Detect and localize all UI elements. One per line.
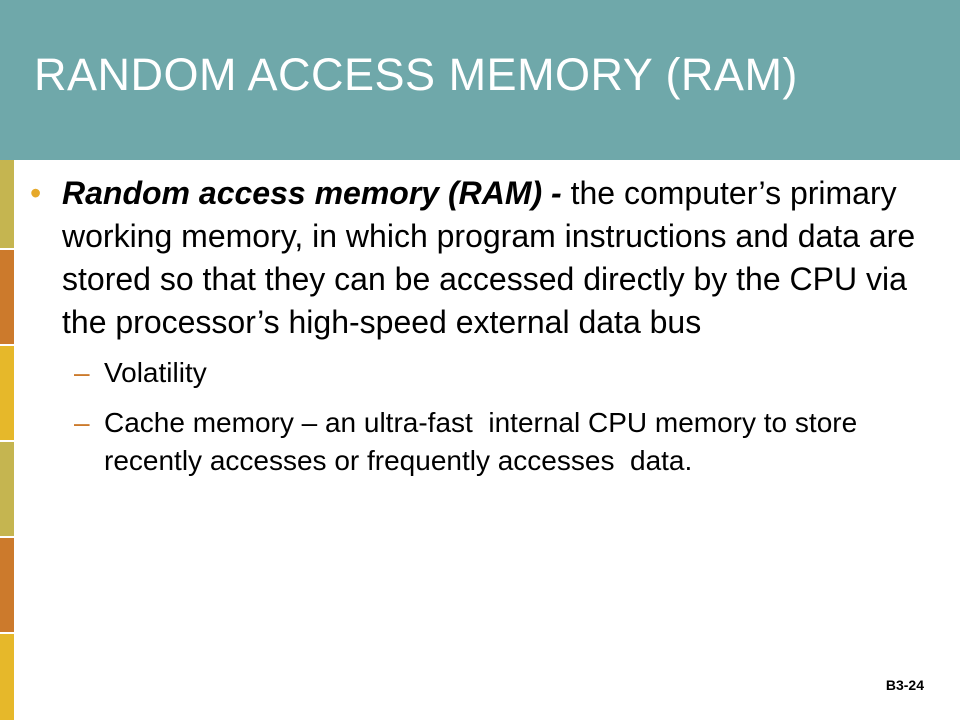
sub-bullet-item: – Volatility [74, 354, 924, 392]
strip-segment [0, 634, 14, 720]
title-bar: RANDOM ACCESS MEMORY (RAM) [0, 0, 960, 160]
bullet-term: Random access memory (RAM) - [62, 175, 562, 211]
slide-number: B3-24 [885, 677, 924, 693]
dash-icon: – [74, 407, 90, 438]
strip-segment [0, 160, 14, 250]
bullet-icon: • [30, 175, 42, 211]
sub-bullet-text: Cache memory – an ultra-fast internal CP… [104, 407, 865, 476]
dash-icon: – [74, 357, 90, 388]
bullet-item: • Random access memory (RAM) - the compu… [30, 172, 940, 344]
strip-segment [0, 250, 14, 346]
sub-bullet-list: – Volatility – Cache memory – an ultra-f… [30, 354, 940, 480]
sub-bullet-item: – Cache memory – an ultra-fast internal … [74, 404, 924, 480]
strip-segment [0, 442, 14, 538]
strip-segment [0, 346, 14, 442]
side-color-strip [0, 160, 14, 720]
sub-bullet-text: Volatility [104, 357, 207, 388]
strip-segment [0, 538, 14, 634]
bullet-definition: the computer’s primary working memory, i… [62, 175, 916, 340]
slide-title: RANDOM ACCESS MEMORY (RAM) [34, 49, 798, 100]
slide-content: • Random access memory (RAM) - the compu… [30, 172, 940, 492]
